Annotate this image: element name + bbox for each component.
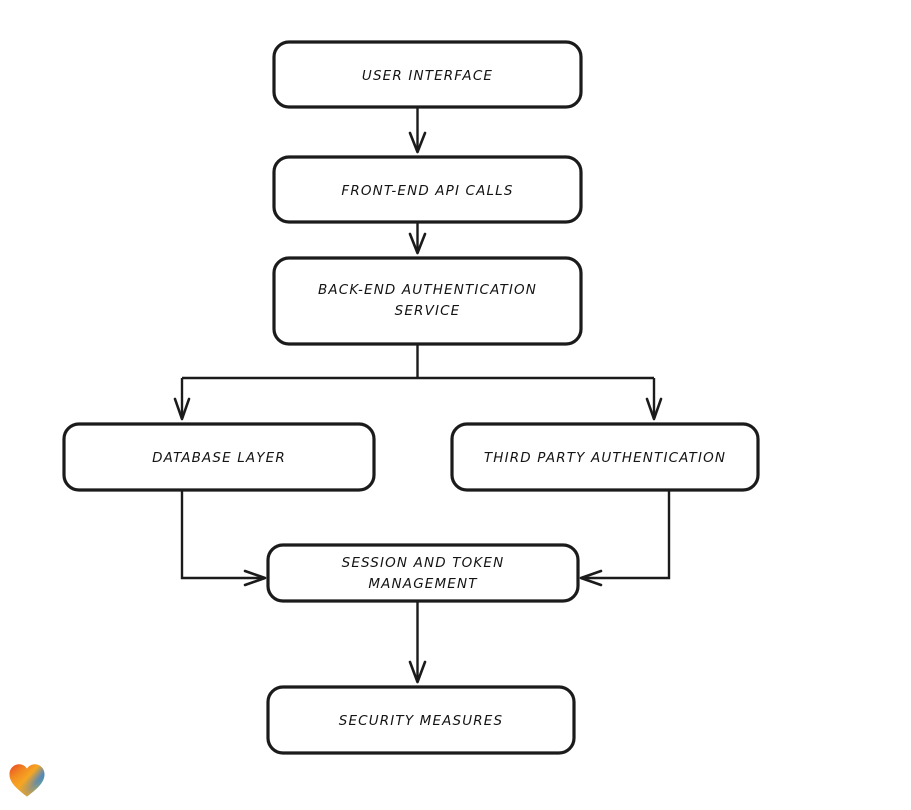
- node-session-and-token-management[interactable]: SESSION AND TOKEN MANAGEMENT: [266, 543, 580, 603]
- node-back-end-authentication-service-label-line1: BACK-END AUTHENTICATION: [318, 282, 537, 298]
- node-user-interface-label: USER INTERFACE: [362, 68, 493, 84]
- node-session-and-token-management-label-line1: SESSION AND TOKEN: [342, 555, 505, 571]
- node-third-party-authentication[interactable]: THIRD PARTY AUTHENTICATION: [450, 422, 760, 492]
- heart-icon: [9, 764, 45, 797]
- node-security-measures-shape: [266, 685, 576, 755]
- edge-third-party-authentication-to-session-and-token-management: [579, 490, 671, 587]
- node-session-and-token-management-label-line2: MANAGEMENT: [368, 576, 478, 592]
- edge-back-end-authentication-service-to-third-party-authentication: [645, 378, 663, 421]
- heart-icon-overlay: [9, 764, 45, 797]
- node-session-and-token-management-shape: [266, 543, 580, 603]
- edge-database-layer-to-session-and-token-management: [180, 490, 267, 587]
- node-third-party-authentication-label: THIRD PARTY AUTHENTICATION: [484, 450, 726, 466]
- node-back-end-authentication-service-label-line2: SERVICE: [395, 303, 461, 319]
- node-user-interface[interactable]: USER INTERFACE: [272, 40, 583, 109]
- node-back-end-authentication-service-shape: [272, 256, 583, 346]
- node-database-layer[interactable]: DATABASE LAYER: [62, 422, 376, 492]
- node-database-layer-shape: [62, 422, 376, 492]
- node-user-interface-shape: [272, 40, 583, 109]
- edge-back-end-split-connector: [182, 344, 654, 380]
- node-front-end-api-calls-shape: [272, 155, 583, 224]
- node-database-layer-label: DATABASE LAYER: [152, 450, 286, 466]
- edge-session-and-token-management-to-security-measures: [408, 601, 427, 684]
- node-security-measures-label: SECURITY MEASURES: [339, 713, 503, 729]
- edge-back-end-authentication-service-to-database-layer: [173, 378, 191, 421]
- node-back-end-authentication-service[interactable]: BACK-END AUTHENTICATION SERVICE: [272, 256, 583, 346]
- node-third-party-authentication-shape: [450, 422, 760, 492]
- node-front-end-api-calls[interactable]: FRONT-END API CALLS: [272, 155, 583, 224]
- edge-front-end-api-calls-to-back-end-authentication-service: [408, 222, 427, 255]
- node-front-end-api-calls-label: FRONT-END API CALLS: [341, 183, 513, 199]
- node-security-measures[interactable]: SECURITY MEASURES: [266, 685, 576, 755]
- edge-user-interface-to-front-end-api-calls: [408, 107, 427, 154]
